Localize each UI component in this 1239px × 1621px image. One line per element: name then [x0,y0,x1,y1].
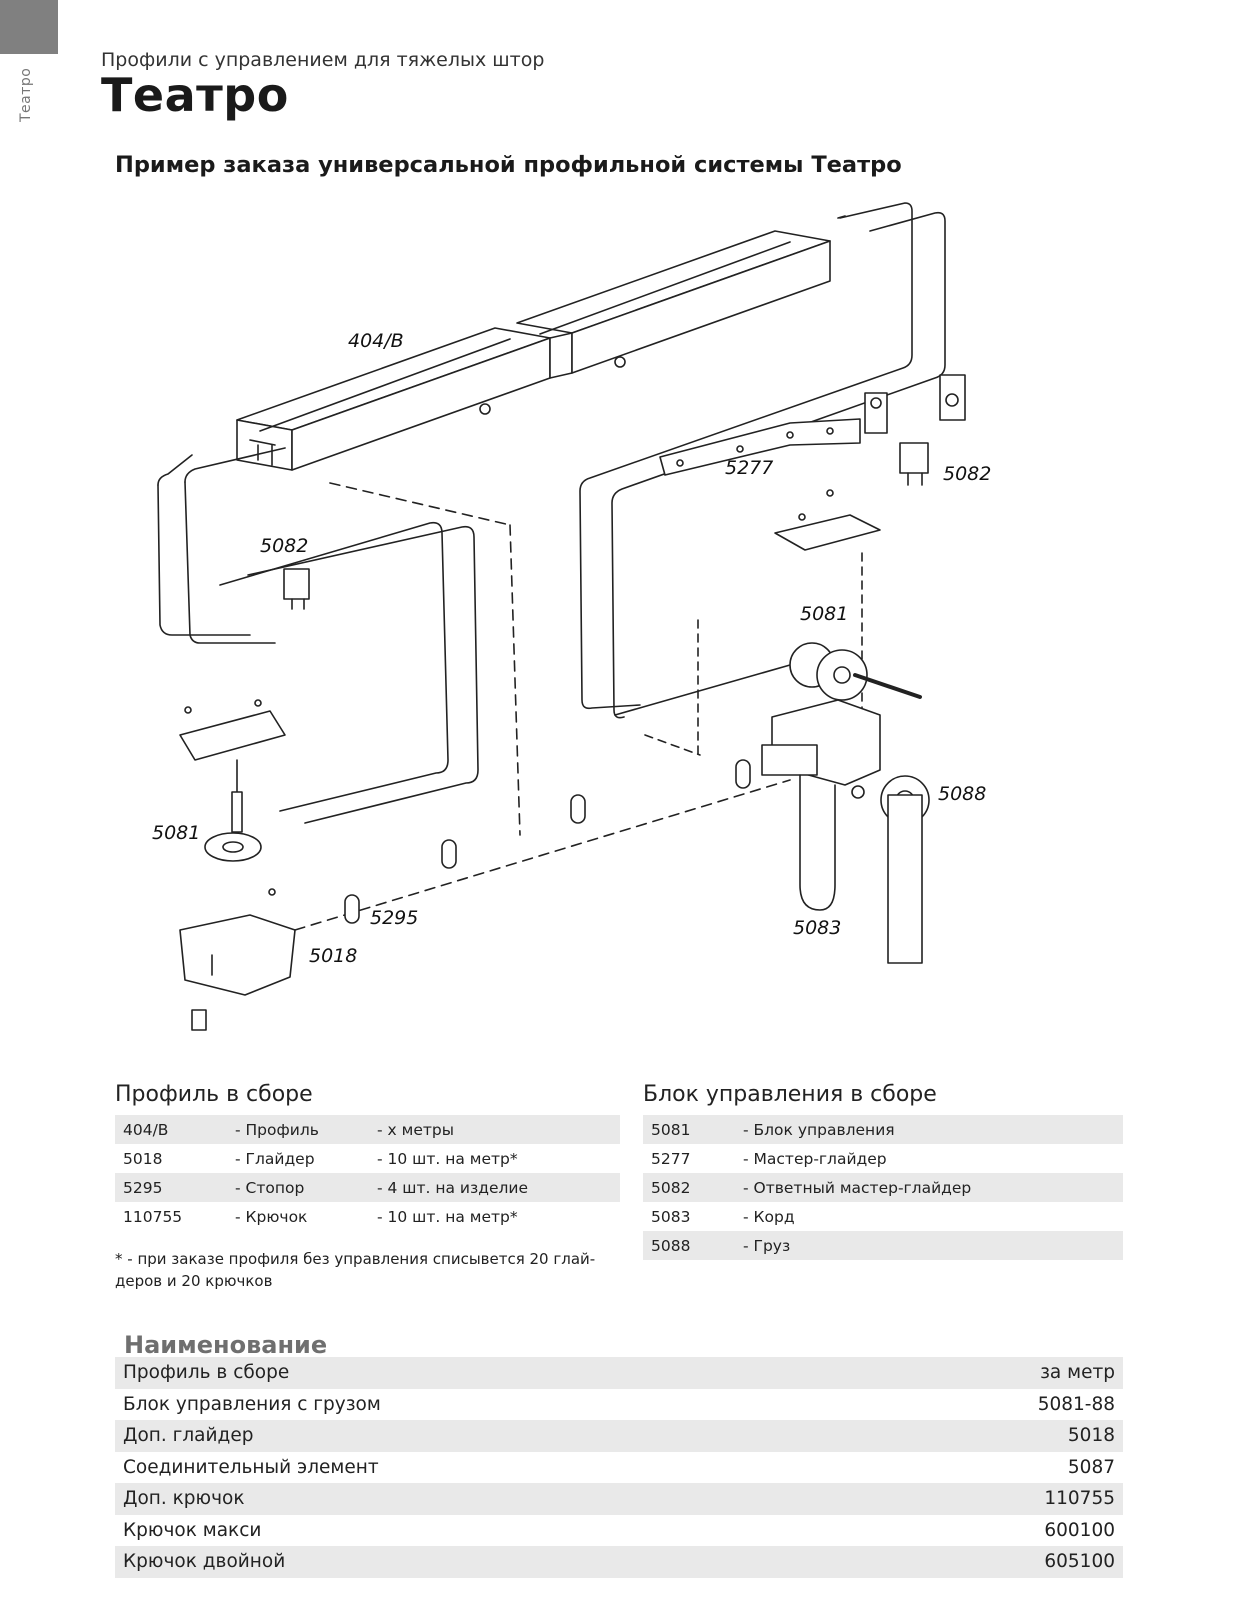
part-code: 5295 [115,1173,227,1202]
table-row: 110755 - Крючок - 10 шт. на метр* [115,1202,620,1231]
part-name: - Глайдер [235,1149,315,1168]
item-code: за метр [866,1357,1123,1389]
left-frame-rod [157,447,479,824]
table-row: Соединительный элемент 5087 [115,1452,1123,1484]
part-qty: - х метры [369,1115,620,1144]
part-name: - Профиль [227,1115,369,1144]
table-row: 404/B - Профиль - х метры [115,1115,620,1144]
weight [880,775,930,964]
control-assembly-table: 5081 - Блок управления 5277 - Мастер-гла… [643,1115,1123,1260]
table-row: 5088 - Груз [643,1231,1123,1260]
side-label: Театро [18,67,34,122]
table-row: 5295 - Стопор - 4 шт. на изделие [115,1173,620,1202]
profile-rail [236,230,831,471]
label-5088: 5088 [938,783,987,805]
table-row: Блок управления с грузом 5081-88 [115,1389,1123,1421]
part-code: 5082 [643,1173,735,1202]
right-frame-rod [579,202,946,719]
part-qty: - 4 шт. на изделие [369,1173,620,1202]
control-assembly-title: Блок управления в сборе [643,1082,937,1107]
footnote: * - при заказе профиля без управления сп… [115,1250,596,1290]
item-code: 5018 [866,1420,1123,1452]
item-code: 5087 [1067,1456,1115,1478]
page-title: Театро [101,68,289,122]
right-plate [774,489,881,736]
table-row: Доп. крючок 110755 [115,1483,1123,1515]
item-code: 5081-88 [1037,1393,1115,1415]
label-5081-left: 5081 [152,822,201,844]
part-code: 5277 [651,1149,691,1168]
item-code: 605100 [866,1546,1123,1578]
part-qty: - 10 шт. на метр* [377,1207,518,1226]
table-row: 5081 - Блок управления [643,1115,1123,1144]
part-name: - Мастер-глайдер [743,1149,887,1168]
label-5018: 5018 [309,945,358,967]
part-code: 5088 [643,1231,735,1260]
table-row: Доп. глайдер 5018 [115,1420,1123,1452]
part-name: - Корд [743,1207,795,1226]
item-code: 600100 [1044,1519,1115,1541]
right-control-block [644,619,922,911]
table-row: Крючок двойной 605100 [115,1546,1123,1578]
item-name: Профиль в сборе [115,1357,867,1389]
corner-tab [0,0,58,54]
part-code: 5018 [123,1149,163,1168]
label-404b: 404/B [348,330,404,352]
diagram-heading: Пример заказа универсальной профильной с… [115,152,902,178]
part-name: - Груз [735,1231,1123,1260]
table-row: 5018 - Глайдер - 10 шт. на метр* [115,1144,620,1173]
label-5083: 5083 [793,917,842,939]
item-name: Крючок макси [123,1519,262,1541]
label-5295: 5295 [370,907,419,929]
right-counter-glider [899,442,929,486]
names-heading: Наименование [124,1331,328,1359]
table-row: 5082 - Ответный мастер-глайдер [643,1173,1123,1202]
label-5081-right: 5081 [800,603,849,625]
label-5082-right: 5082 [943,463,992,485]
table-row: Крючок макси 600100 [115,1515,1123,1547]
label-5082-left: 5082 [260,535,309,557]
page-subtitle: Профили с управлением для тяжелых штор [101,49,545,71]
part-name: - Стопор [227,1173,369,1202]
part-code: 5081 [643,1115,735,1144]
master-glider [659,374,966,476]
profile-assembly-table: 404/B - Профиль - х метры 5018 - Глайдер… [115,1115,620,1231]
part-code: 5083 [651,1207,691,1226]
part-code: 404/B [115,1115,227,1144]
gliders-chain [294,482,791,931]
part-name: - Блок управления [735,1115,1123,1144]
names-table: Профиль в сборе за метр Блок управления … [115,1357,1123,1578]
profile-assembly-title: Профиль в сборе [115,1082,313,1107]
part-qty: - 10 шт. на метр* [377,1149,518,1168]
item-name: Блок управления с грузом [123,1393,381,1415]
diagram-drawing [157,202,966,1031]
item-name: Крючок двойной [115,1546,867,1578]
item-name: Соединительный элемент [123,1456,379,1478]
part-name: - Крючок [235,1207,308,1226]
left-control-block [179,699,296,1031]
table-row: 5083 - Корд [643,1202,1123,1231]
table-row: 5277 - Мастер-глайдер [643,1144,1123,1173]
part-name: - Ответный мастер-глайдер [735,1173,1123,1202]
item-name: Доп. глайдер [115,1420,867,1452]
table-row: Профиль в сборе за метр [115,1357,1123,1389]
item-name: Доп. крючок [115,1483,867,1515]
item-code: 110755 [866,1483,1123,1515]
label-5277: 5277 [725,457,774,479]
exploded-diagram: 404/B 5277 5082 5082 5081 5088 5081 5295… [100,195,1100,1075]
part-code: 110755 [123,1207,183,1226]
